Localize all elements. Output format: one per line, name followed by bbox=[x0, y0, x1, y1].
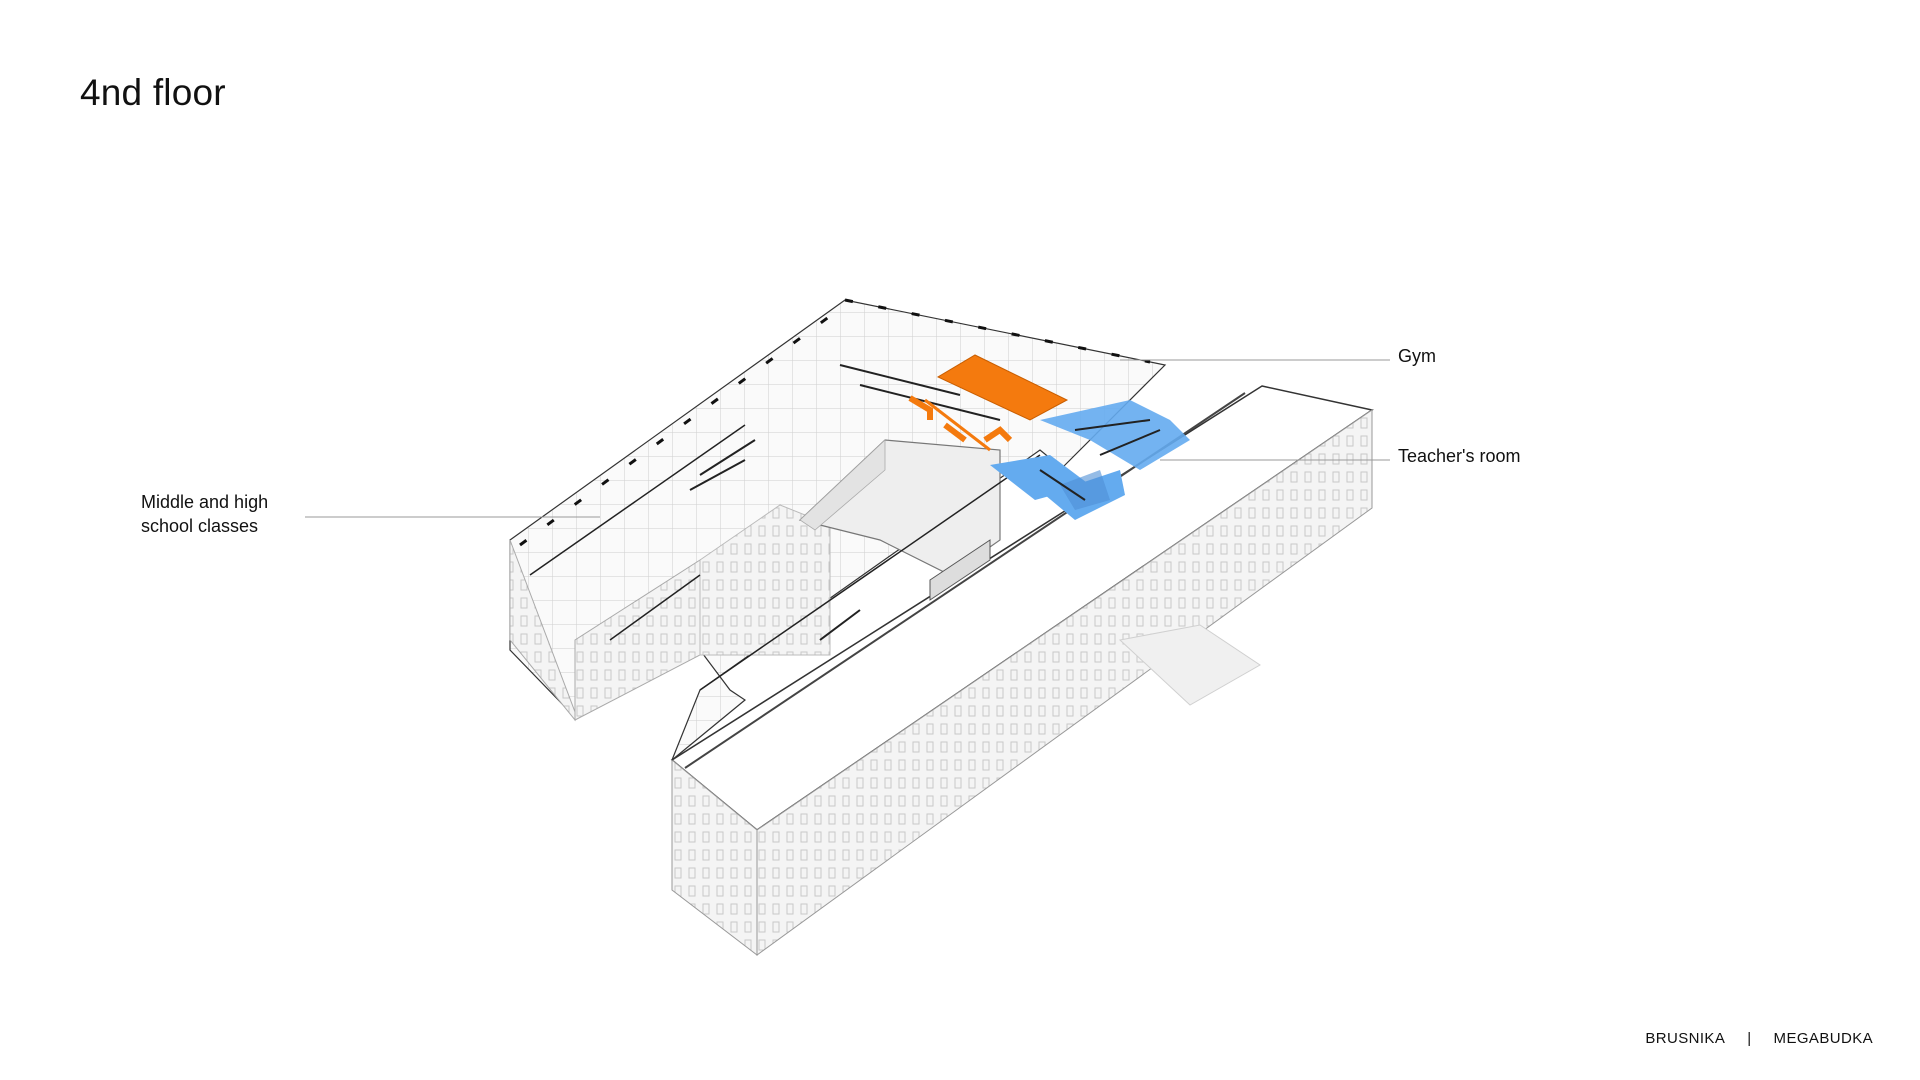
teachers-room-label: Teacher's room bbox=[1398, 446, 1521, 466]
gym-area bbox=[908, 354, 1069, 452]
footer-brand-right: MEGABUDKA bbox=[1773, 1030, 1873, 1047]
page-title: 4nd floor bbox=[80, 72, 226, 113]
west-wing bbox=[509, 298, 1167, 761]
teachers-room-area bbox=[990, 400, 1190, 520]
gym-label: Gym bbox=[1398, 346, 1436, 366]
classes-label: Middle and high school classes bbox=[141, 490, 268, 538]
classes-label-line1: Middle and high bbox=[141, 492, 269, 512]
footer-brands: BRUSNIKA | MEGABUDKA bbox=[1645, 1030, 1873, 1047]
footer-separator: | bbox=[1747, 1030, 1752, 1047]
classes-label-line2: school classes bbox=[141, 516, 259, 536]
footer-brand-left: BRUSNIKA bbox=[1645, 1030, 1726, 1047]
east-wing bbox=[670, 385, 1374, 957]
